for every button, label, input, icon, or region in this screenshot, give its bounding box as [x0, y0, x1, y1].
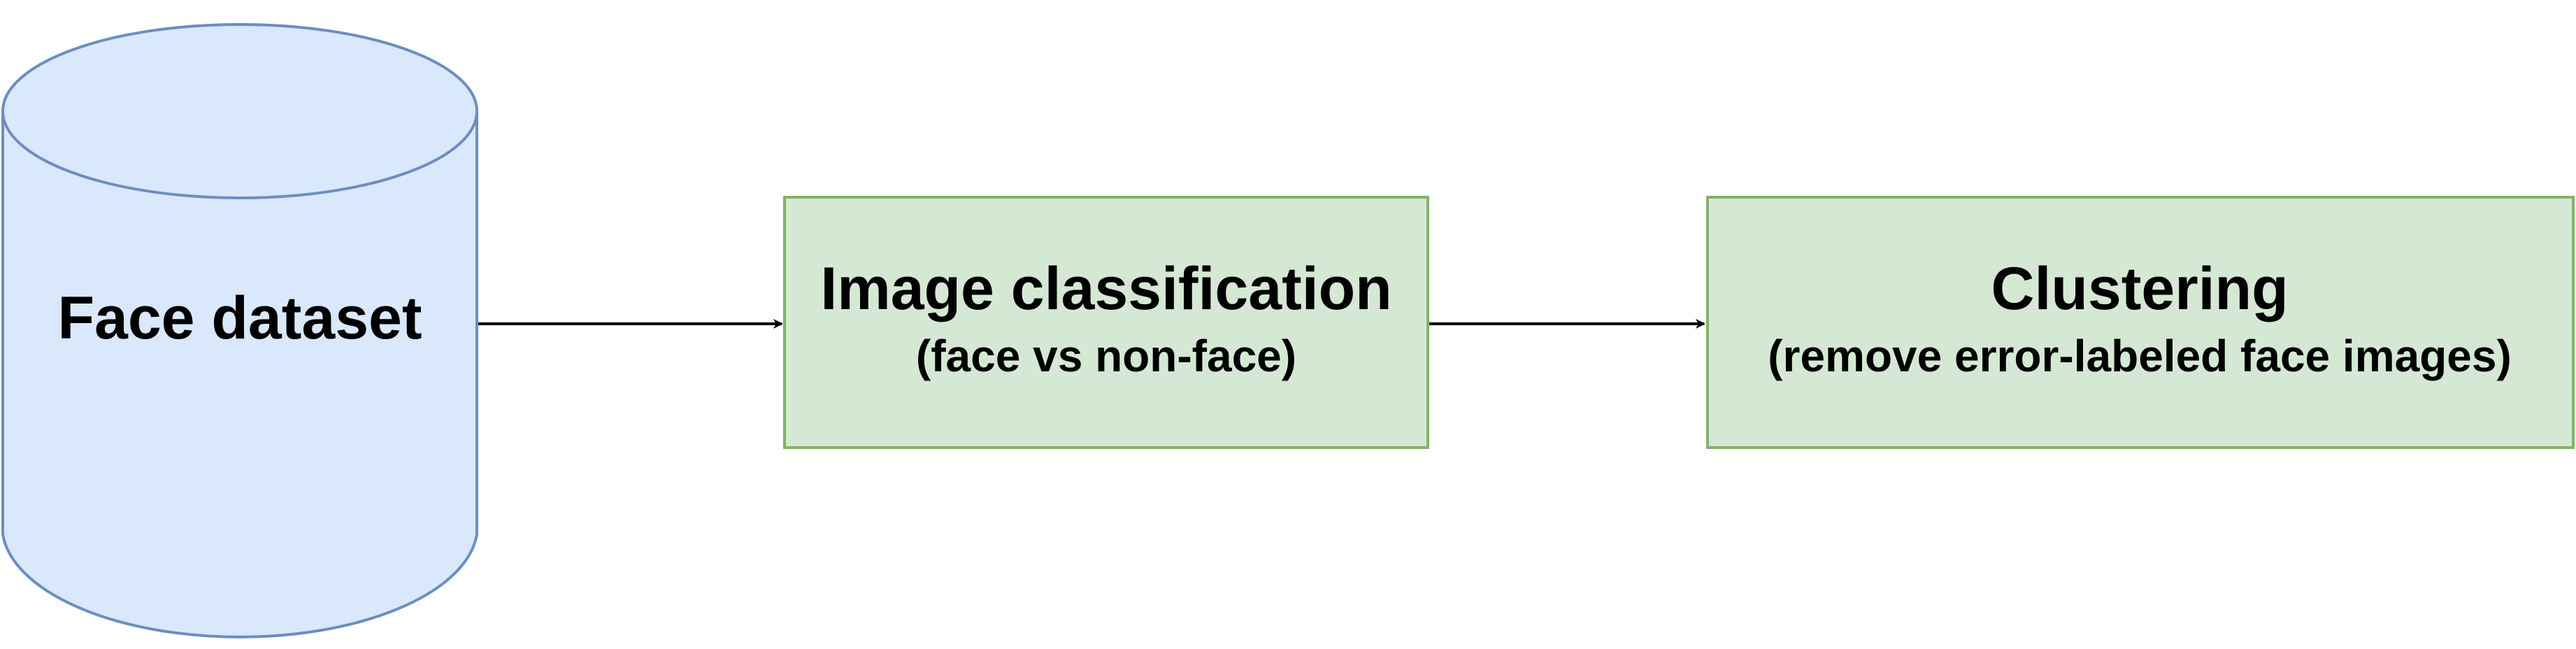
image-classification-title: Image classification: [820, 255, 1391, 322]
image-classification-rect: [783, 196, 1429, 449]
clustering-rect: [1706, 196, 2575, 449]
clustering-box: Clustering (remove error-labeled face im…: [1706, 196, 2575, 449]
cylinder-top: [1, 23, 478, 199]
image-classification-box: Image classification (face vs non-face): [783, 196, 1429, 449]
face-dataset-cylinder: Face dataset: [1, 23, 478, 639]
clustering-subtitle: (remove error-labeled face images): [1768, 331, 2512, 381]
cylinder-body: [1, 110, 478, 639]
image-classification-subtitle: (face vs non-face): [916, 331, 1296, 381]
face-dataset-label: Face dataset: [57, 285, 422, 352]
clustering-title: Clustering: [1991, 255, 2288, 322]
